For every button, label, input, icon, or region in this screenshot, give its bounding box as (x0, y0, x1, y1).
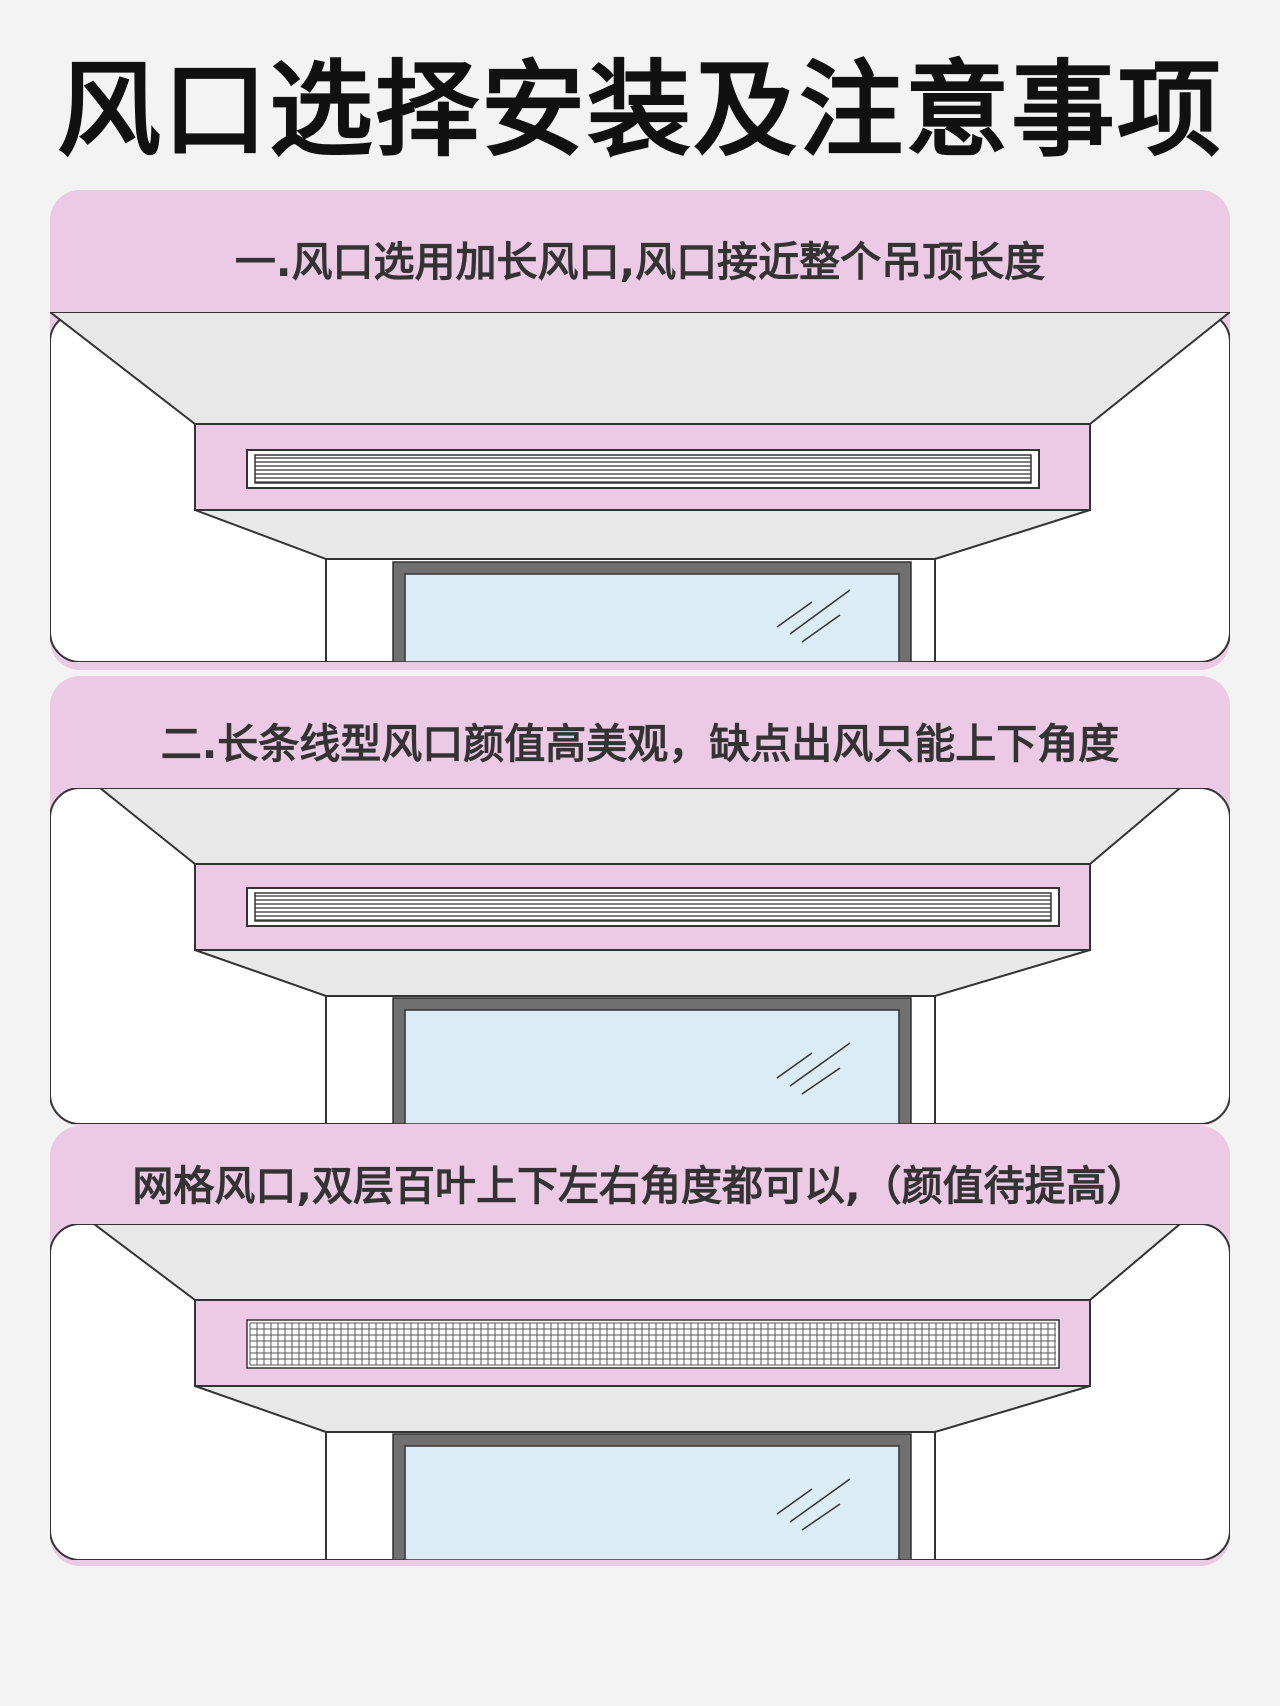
ceiling-illustration-2 (50, 788, 1230, 1124)
lower-ceiling (194, 949, 1091, 997)
lower-ceiling (194, 1385, 1091, 1433)
ceiling-scene-1 (50, 312, 1230, 662)
glass-reflection (776, 589, 851, 643)
section-label-3: 网格风口,双层百叶上下左右角度都可以,（颜值待提高） (132, 1162, 1148, 1210)
glass-reflection (776, 1042, 851, 1095)
louver-grid (249, 1322, 1056, 1366)
upper-ceiling (92, 1224, 1182, 1301)
upper-ceiling (50, 312, 1230, 425)
grid-louver-vent (246, 1319, 1060, 1369)
vent-slots (255, 895, 1051, 921)
window-glass (404, 1009, 900, 1124)
upper-ceiling (98, 788, 1182, 865)
section-label-1: 一.风口选用加长风口,风口接近整个吊顶长度 (234, 238, 1046, 286)
ceiling-illustration-3 (50, 1224, 1230, 1560)
ceiling-illustration-1 (50, 312, 1230, 662)
window-glass (404, 1445, 900, 1560)
glass-reflection (776, 1478, 851, 1531)
lower-ceiling (194, 509, 1091, 560)
window-glass (404, 573, 900, 662)
vent-slots (255, 457, 1031, 483)
page-title: 风口选择安装及注意事项 (56, 49, 1223, 171)
ceiling-scene-3 (50, 1224, 1230, 1560)
section-label-2: 二.长条线型风口颜值高美观，缺点出风只能上下角度 (160, 720, 1120, 768)
ceiling-scene-2 (50, 788, 1230, 1124)
